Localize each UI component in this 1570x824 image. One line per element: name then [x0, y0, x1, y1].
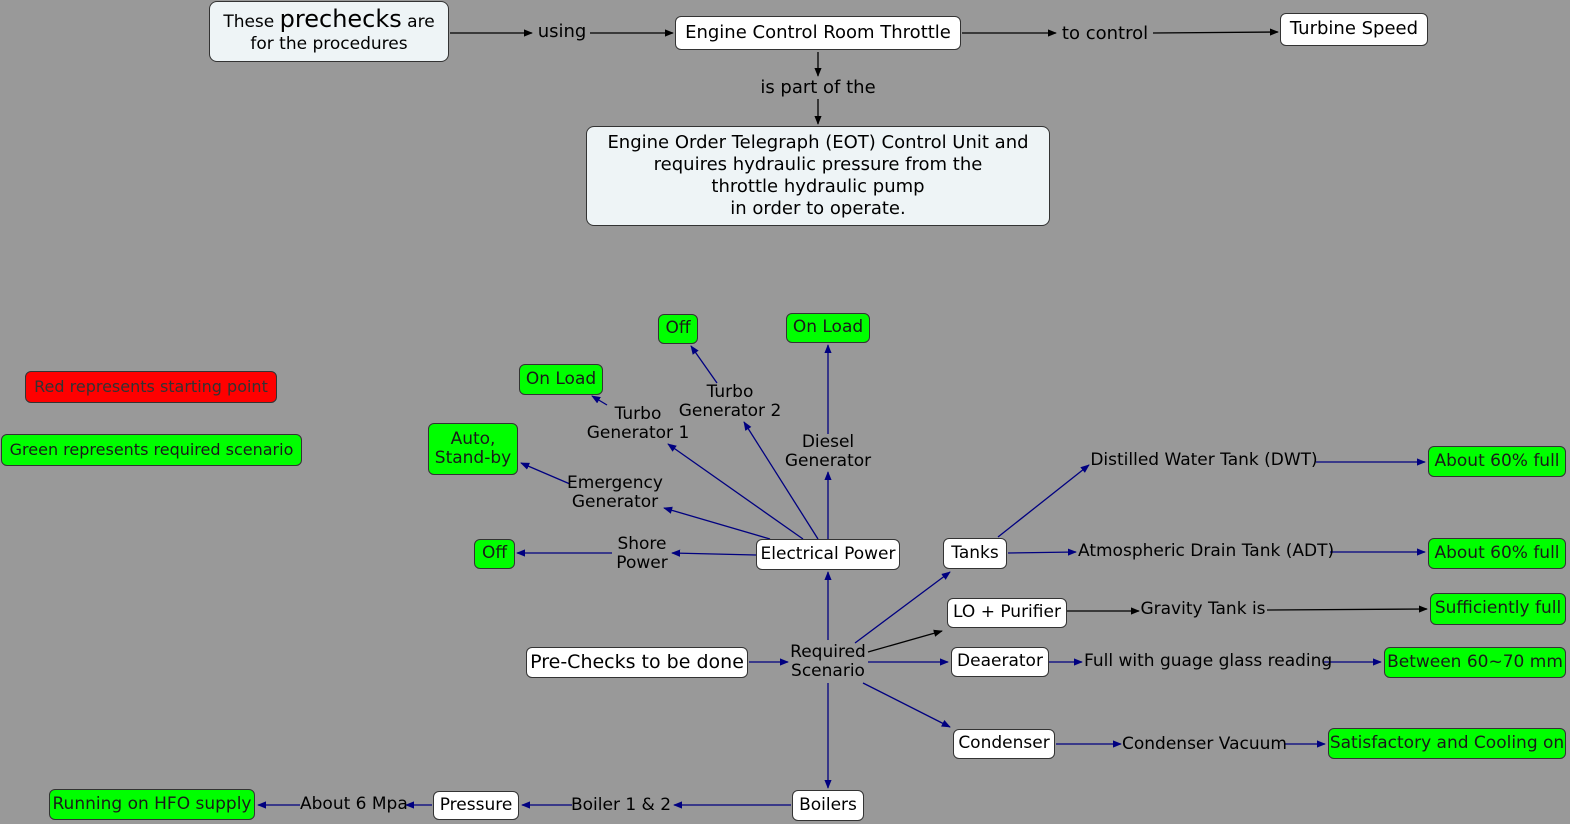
- connector: [667, 443, 804, 540]
- deaerator-node[interactable]: Deaerator: [951, 647, 1049, 677]
- connector: [867, 629, 943, 653]
- pressure-value-label: About 6 Mpa: [300, 794, 408, 814]
- connector: [690, 345, 718, 384]
- prechecks-purpose-line1: These prechecks are: [223, 5, 435, 34]
- connector: [854, 571, 951, 644]
- connector: [1007, 548, 1077, 556]
- boiler-1-2-label: Boiler 1 & 2: [570, 795, 672, 815]
- tanks-node[interactable]: Tanks: [943, 538, 1007, 569]
- eot-line-3: throttle hydraulic pump: [711, 176, 925, 197]
- eot-line-1: Engine Order Telegraph (EOT) Control Uni…: [607, 132, 1029, 153]
- link-label-part-of: is part of the: [760, 77, 876, 98]
- legend-red: Red represents starting point: [25, 371, 277, 403]
- gauge-glass-label: Full with guage glass reading: [1084, 651, 1333, 671]
- emergency-generator-value: Auto,Stand-by: [428, 423, 518, 475]
- legend-green: Green represents required scenario: [1, 434, 302, 466]
- throttle-node[interactable]: Engine Control Room Throttle: [675, 16, 961, 50]
- eot-node[interactable]: Engine Order Telegraph (EOT) Control Uni…: [586, 126, 1050, 226]
- diesel-generator-value: On Load: [786, 313, 870, 343]
- gravity-tank-value: Sufficiently full: [1430, 593, 1566, 625]
- prechecks-emphasis: prechecks: [279, 5, 402, 34]
- condenser-vacuum-value: Satisfactory and Cooling on: [1328, 728, 1566, 759]
- dwt-value: About 60% full: [1428, 446, 1566, 477]
- link-label-to-control: to control: [1061, 23, 1149, 44]
- required-scenario-label: Required Scenario: [790, 642, 866, 681]
- lo-purifier-node[interactable]: LO + Purifier: [947, 598, 1067, 628]
- eot-line-4: in order to operate.: [730, 198, 906, 219]
- turbo-generator-2-value: Off: [658, 314, 698, 344]
- hfo-supply-value: Running on HFO supply: [49, 789, 255, 820]
- gravity-tank-label: Gravity Tank is: [1140, 599, 1266, 619]
- connector: [862, 682, 951, 728]
- eot-line-2: requires hydraulic pressure from the: [653, 154, 983, 175]
- condenser-vacuum-label: Condenser Vacuum: [1122, 734, 1287, 754]
- electrical-power-node[interactable]: Electrical Power: [756, 539, 900, 570]
- boilers-node[interactable]: Boilers: [792, 790, 864, 821]
- prechecks-todo-node[interactable]: Pre-Checks to be done: [526, 647, 748, 678]
- adt-value: About 60% full: [1428, 538, 1566, 569]
- condenser-node[interactable]: Condenser: [953, 729, 1055, 759]
- turbine-speed-node[interactable]: Turbine Speed: [1280, 13, 1428, 46]
- connector: [591, 395, 608, 406]
- connector: [520, 462, 571, 485]
- dwt-label: Distilled Water Tank (DWT): [1090, 450, 1318, 470]
- connector: [671, 549, 757, 557]
- connector: [663, 506, 771, 540]
- prechecks-purpose-node[interactable]: These prechecks are for the procedures: [209, 1, 449, 62]
- connector: [1152, 28, 1279, 36]
- pressure-node[interactable]: Pressure: [433, 791, 519, 820]
- prechecks-purpose-line2: for the procedures: [250, 34, 408, 55]
- link-label-using: using: [537, 21, 587, 42]
- connector: [997, 464, 1090, 538]
- turbo-generator-1-value: On Load: [519, 364, 603, 395]
- connector: [743, 421, 819, 540]
- gauge-glass-value: Between 60~70 mm: [1384, 647, 1566, 678]
- adt-label: Atmospheric Drain Tank (ADT): [1078, 541, 1335, 561]
- connector: [1266, 605, 1428, 613]
- shore-power-value: Off: [474, 539, 515, 569]
